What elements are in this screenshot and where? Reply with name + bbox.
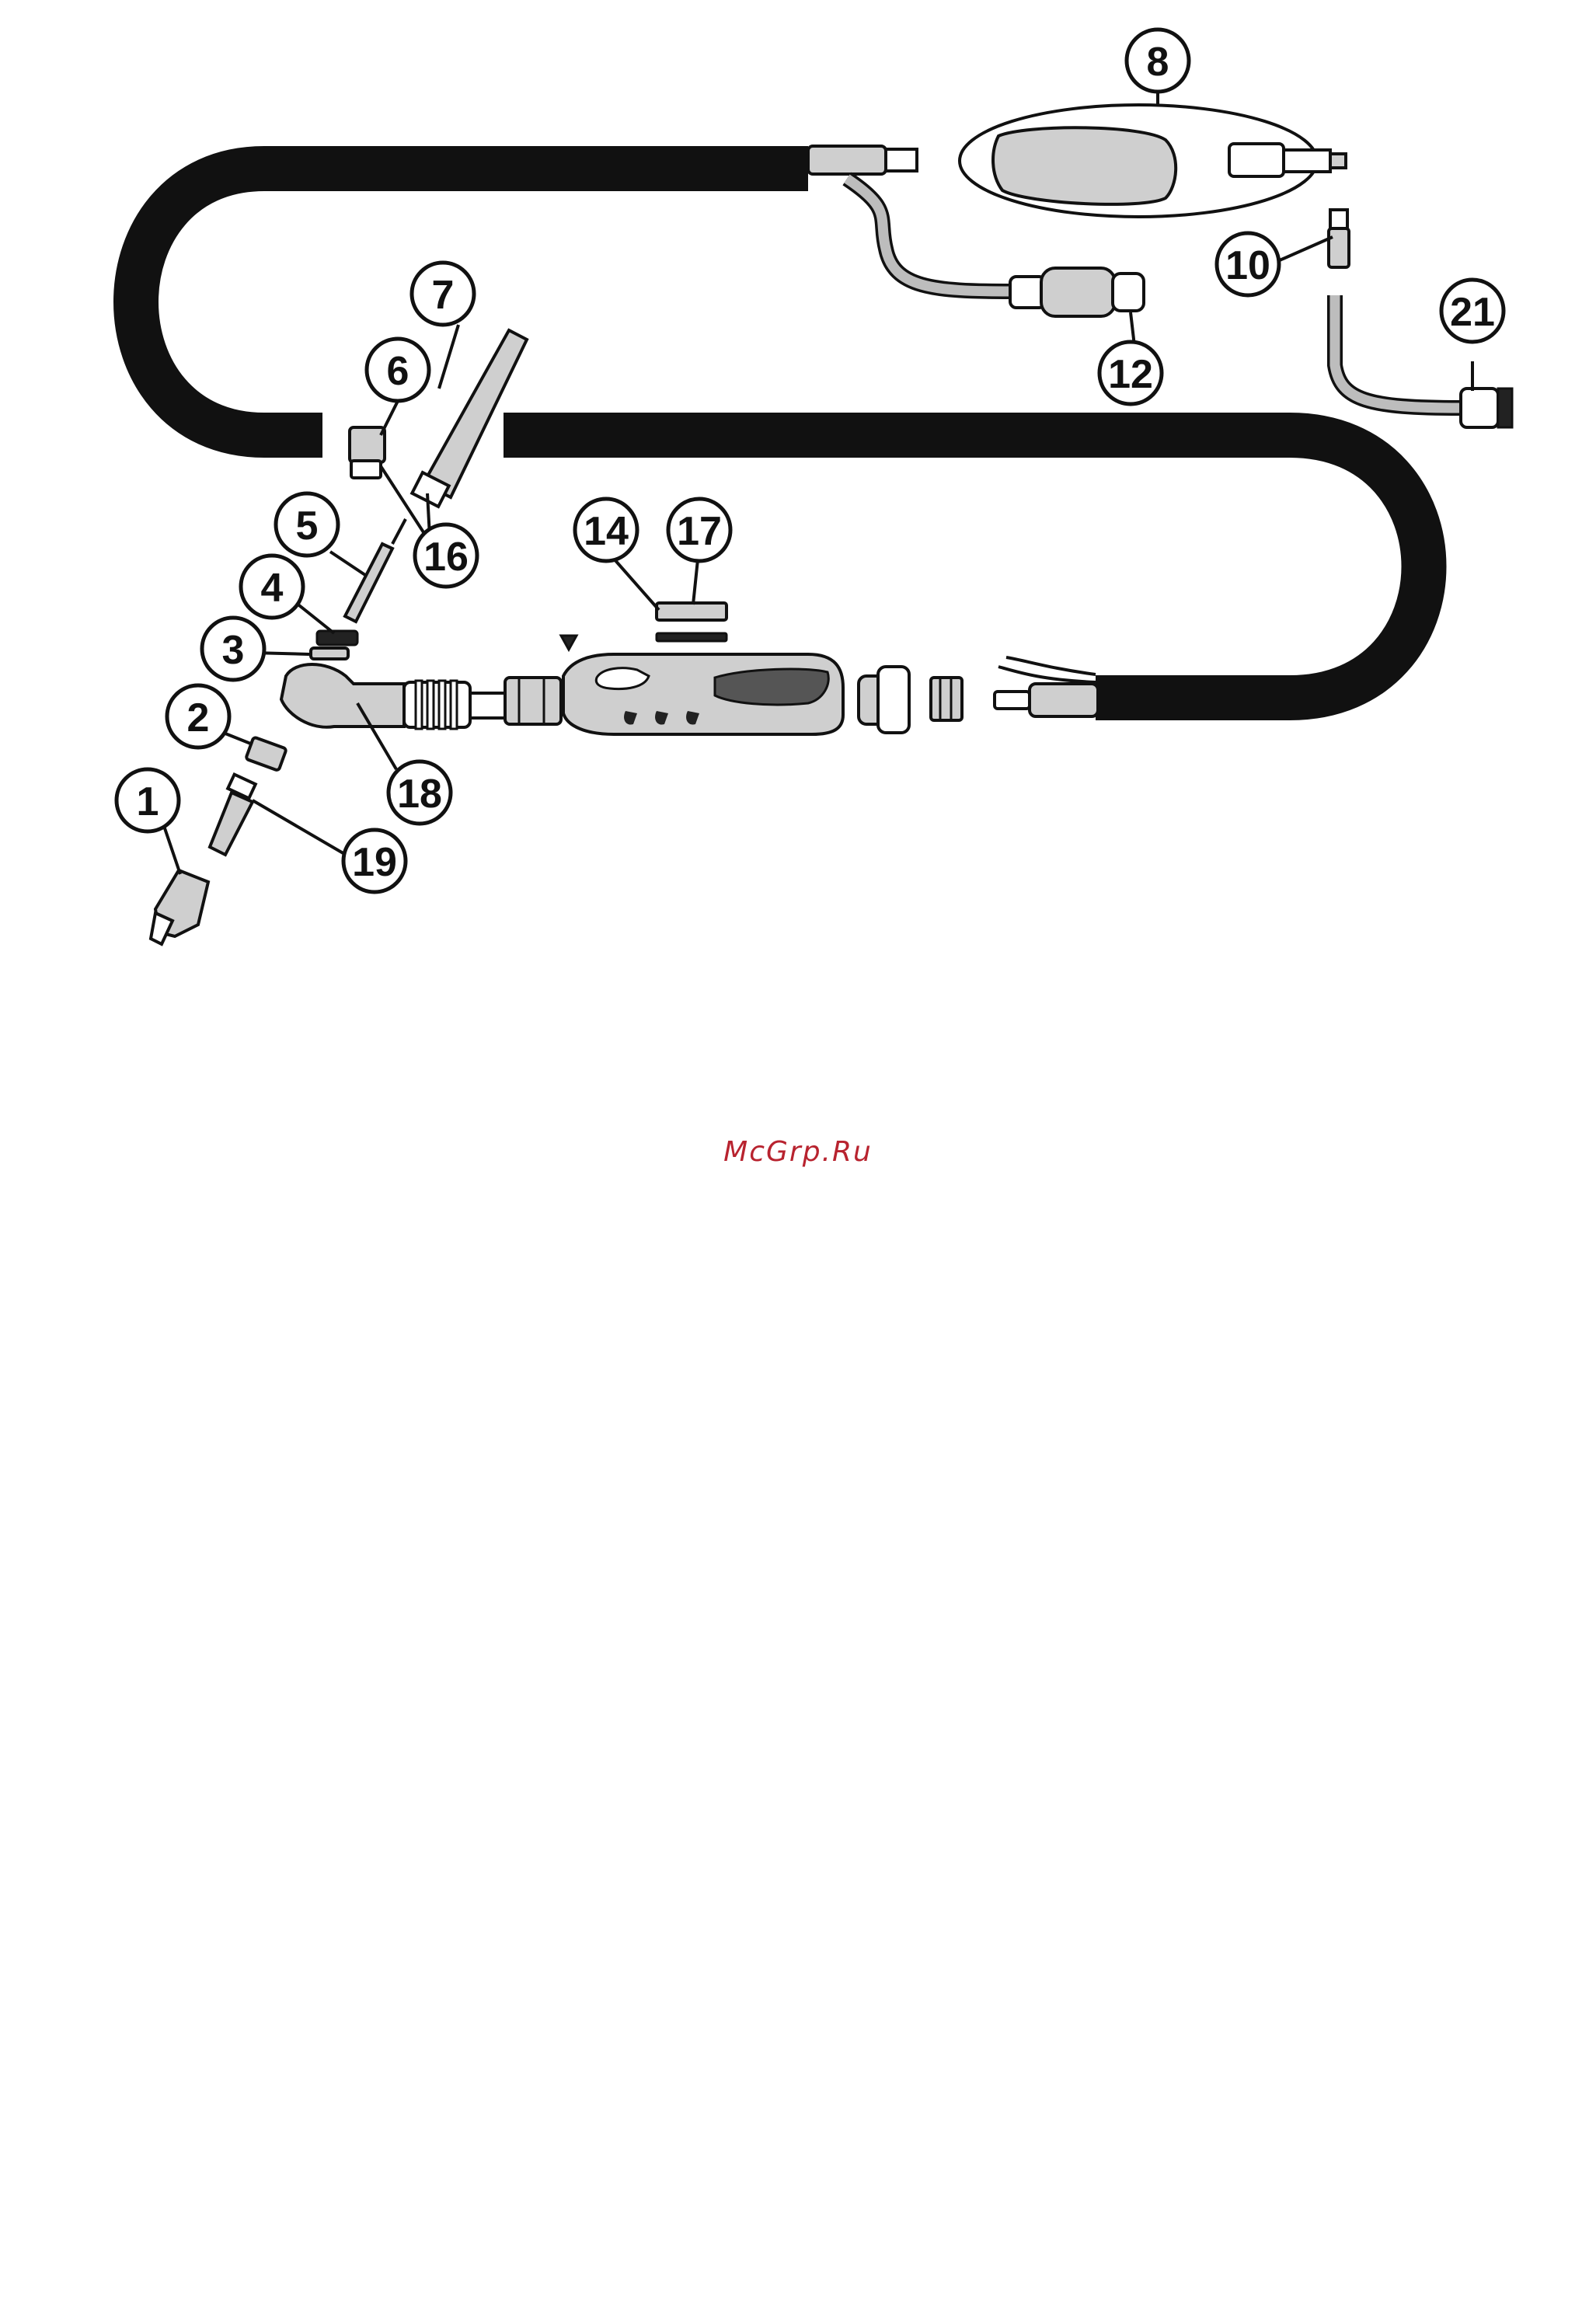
callout-16: 16 (415, 524, 477, 587)
svg-text:18: 18 (397, 772, 442, 817)
part-18-torch-body (281, 664, 505, 729)
svg-text:8: 8 (1147, 40, 1169, 85)
svg-text:12: 12 (1108, 352, 1153, 397)
hose-end-fitting (808, 146, 917, 174)
callout-14: 14 (575, 499, 637, 561)
part-14-switch-knob (561, 636, 577, 650)
part-8-group (960, 105, 1346, 217)
callout-18: 18 (389, 761, 451, 824)
callout-17: 17 (668, 499, 730, 561)
callout-12: 12 (1099, 342, 1162, 404)
part-3-insulator (311, 648, 348, 659)
callout-5: 5 (276, 493, 338, 556)
callout-1: 1 (117, 769, 179, 831)
callout-8: 8 (1127, 30, 1189, 92)
svg-text:7: 7 (432, 273, 455, 318)
handle-rear-connector (859, 667, 909, 733)
svg-text:21: 21 (1450, 290, 1495, 335)
part-17-switch-cover (657, 603, 727, 641)
svg-text:2: 2 (187, 695, 210, 741)
callout-3: 3 (202, 618, 264, 680)
part-6-short-cap (350, 427, 385, 478)
part-21-connector (1461, 389, 1512, 427)
callout-7: 7 (412, 263, 474, 325)
part-1-nozzle (151, 870, 208, 944)
callout-21: 21 (1441, 280, 1504, 342)
part-2-collet (246, 737, 287, 771)
handle-rear-nut (931, 678, 962, 720)
callout-4: 4 (241, 556, 303, 618)
torch-handle (563, 654, 843, 734)
svg-text:6: 6 (387, 349, 409, 394)
svg-text:3: 3 (222, 628, 245, 673)
svg-text:16: 16 (423, 535, 469, 580)
part-4-collet-body (317, 631, 357, 645)
control-connector (1010, 268, 1144, 316)
svg-text:10: 10 (1225, 243, 1270, 288)
svg-text:14: 14 (584, 509, 629, 554)
svg-text:19: 19 (352, 840, 397, 885)
watermark-text: McGrp.Ru (0, 1136, 1596, 1168)
svg-text:17: 17 (677, 509, 722, 554)
control-cable-inner (847, 179, 1010, 291)
svg-text:5: 5 (296, 504, 319, 549)
callout-19: 19 (343, 830, 406, 892)
leader-lines (163, 85, 1472, 874)
handle-front-sleeve (505, 678, 561, 724)
callout-6: 6 (367, 339, 429, 401)
svg-text:4: 4 (261, 566, 284, 611)
svg-text:1: 1 (137, 779, 159, 824)
part-5-electrode (345, 519, 406, 622)
callout-2: 2 (167, 685, 229, 748)
callout-10: 10 (1217, 233, 1279, 295)
hose-end-leads (995, 657, 1098, 716)
part-19-gas-lens (210, 775, 256, 855)
